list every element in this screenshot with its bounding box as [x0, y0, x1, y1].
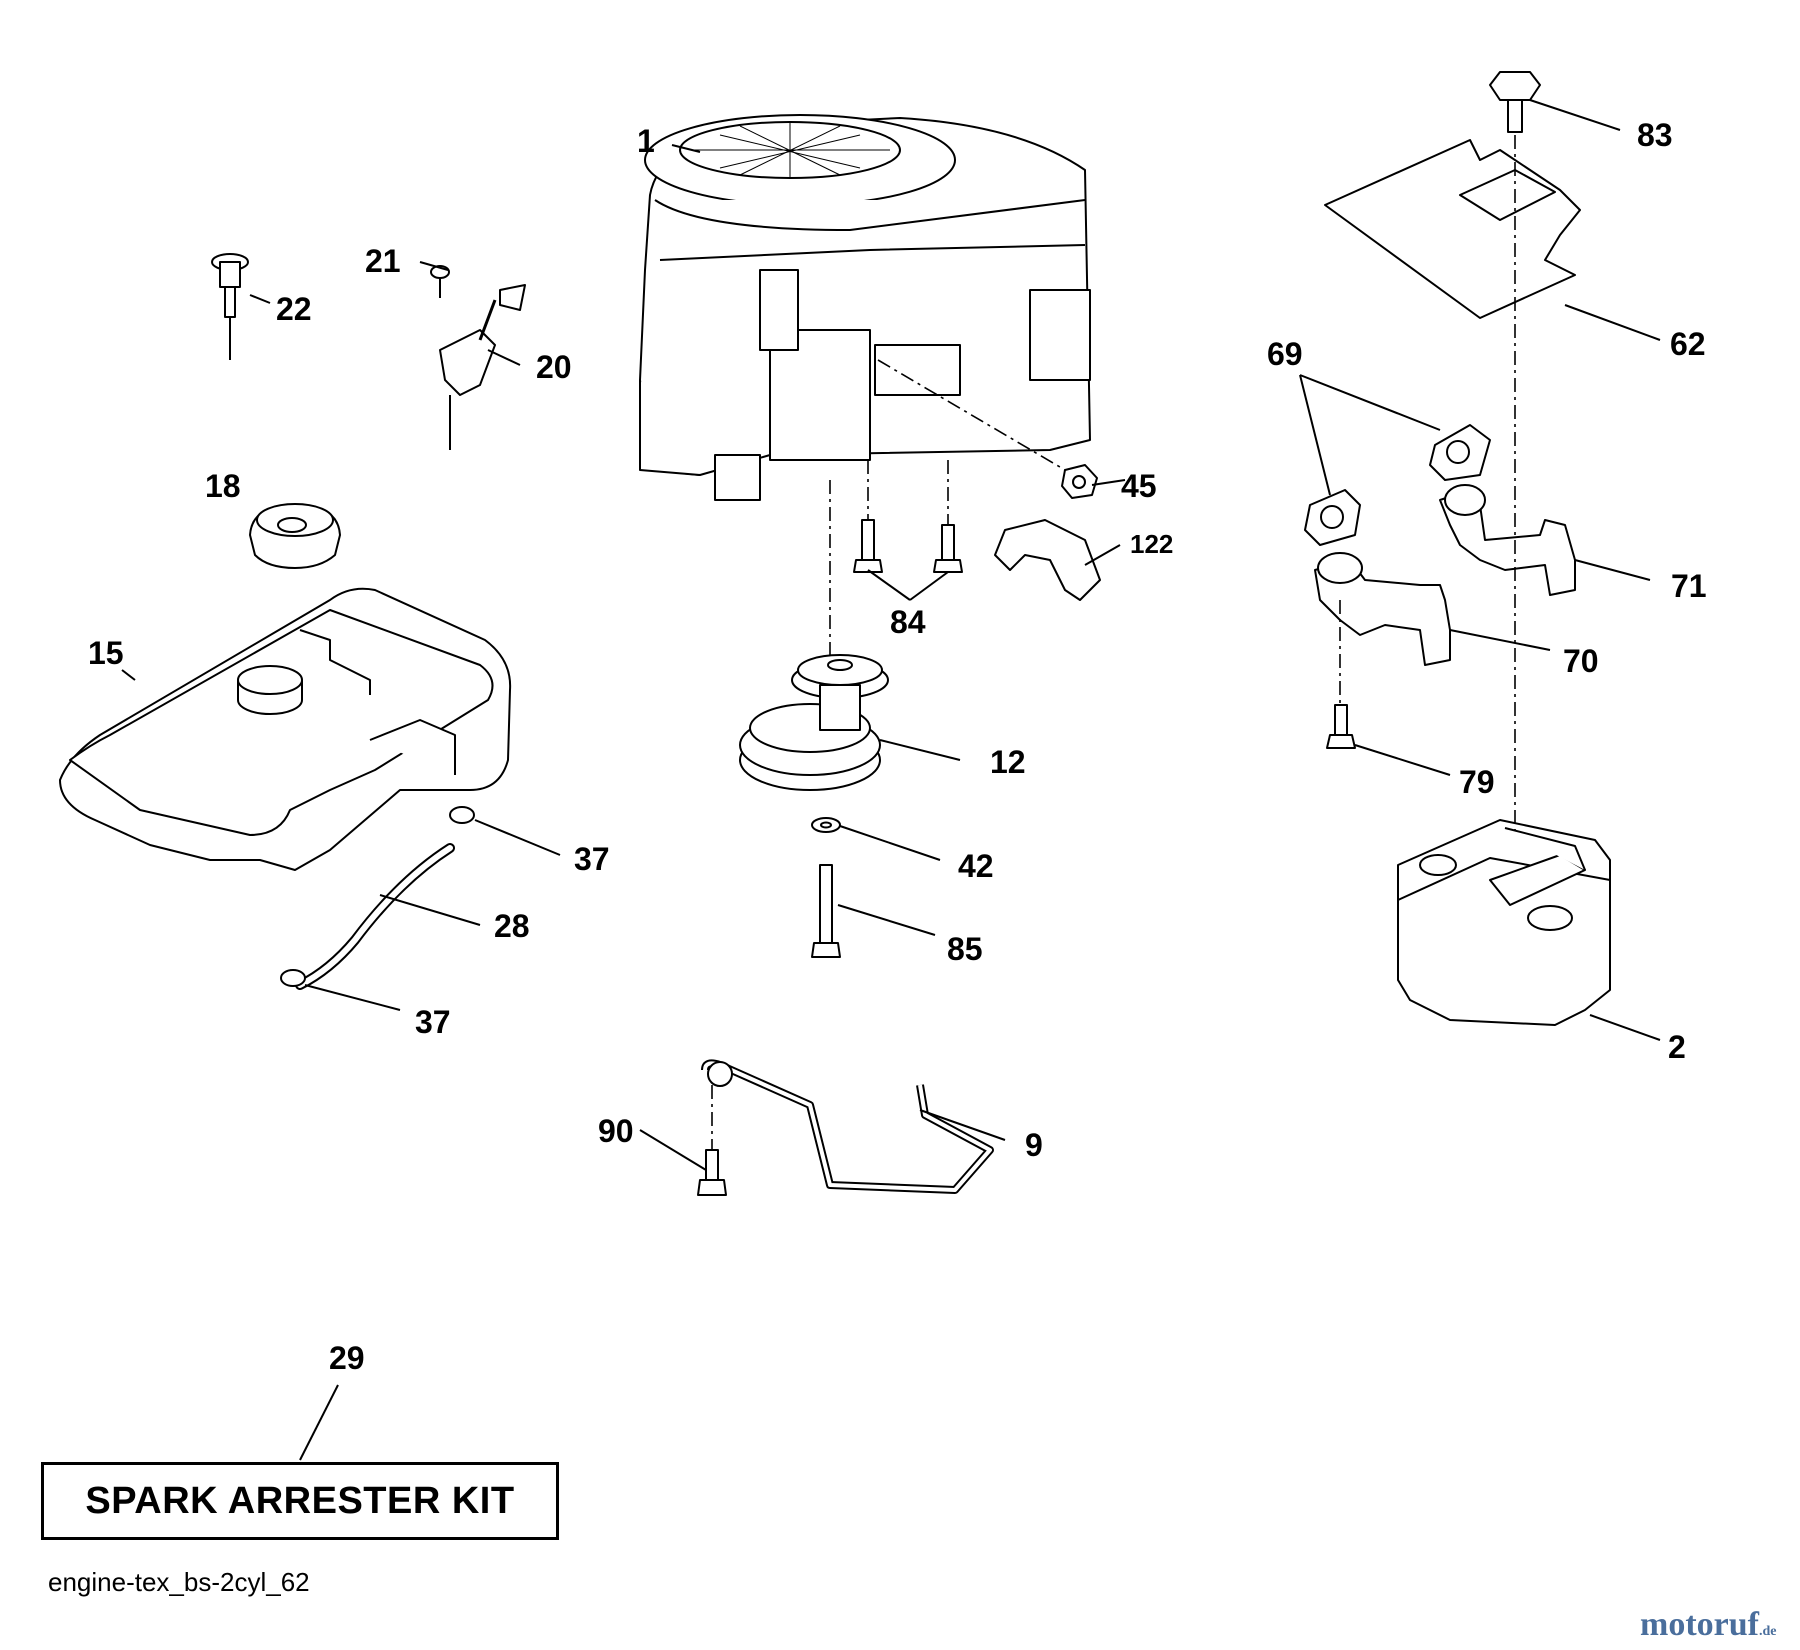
nut-part [1061, 464, 1098, 499]
callout-21: 21 [365, 243, 401, 279]
engine-bolt-left [853, 519, 883, 573]
callout-28: 28 [494, 908, 530, 944]
callout-18: 18 [205, 468, 241, 504]
pulley-bolt-part [811, 864, 841, 958]
callout-85: 85 [947, 931, 983, 967]
callout-45: 45 [1121, 468, 1157, 504]
engine-bolt-right [933, 524, 963, 573]
callout-122: 122 [1130, 529, 1173, 559]
callout-9: 9 [1025, 1127, 1043, 1163]
exhaust-gasket-lower [1304, 489, 1361, 546]
watermark-tld: .de [1758, 1624, 1777, 1639]
watermark: motoruf.de [1640, 1606, 1776, 1644]
heat-shield-part [1324, 139, 1581, 319]
hose-clamp-lower [280, 969, 306, 987]
exhaust-gasket-upper [1429, 424, 1491, 481]
callout-37-upper: 37 [574, 841, 610, 877]
watermark-name: motoruf [1640, 1606, 1759, 1643]
shield-screw-part [1489, 71, 1541, 133]
callout-90: 90 [598, 1113, 634, 1149]
exhaust-pipe-lower [1314, 552, 1451, 666]
callout-84: 84 [890, 604, 926, 640]
callout-83: 83 [1637, 117, 1673, 153]
callout-79: 79 [1459, 764, 1495, 800]
bracket-shield-part [994, 519, 1101, 601]
callout-labels: 1 83 21 22 20 62 69 18 45 122 71 84 15 7… [88, 117, 1707, 1376]
fuel-cap-part [249, 503, 341, 569]
callout-leaders [121, 99, 1661, 1461]
muffler-screw-part [1326, 704, 1356, 749]
fuel-line-part [295, 843, 455, 990]
engine-part [639, 114, 1091, 501]
diagram-code: engine-tex_bs-2cyl_62 [48, 1567, 310, 1597]
pulley-part [739, 654, 889, 791]
callout-29: 29 [329, 1340, 365, 1376]
callout-62: 62 [1670, 326, 1706, 362]
callout-22: 22 [276, 291, 312, 327]
rod-screw-part [697, 1149, 727, 1196]
callout-2: 2 [1668, 1029, 1686, 1065]
callout-69: 69 [1267, 336, 1303, 372]
fuel-tank-part [59, 587, 512, 871]
callout-12: 12 [990, 744, 1026, 780]
plunger-part [211, 253, 249, 360]
callout-15: 15 [88, 635, 124, 671]
exhaust-pipe-upper [1439, 484, 1576, 596]
callout-37-lower: 37 [415, 1004, 451, 1040]
callout-70: 70 [1563, 643, 1599, 679]
spark-arrester-kit-label: SPARK ARRESTER KIT [85, 1479, 515, 1522]
throttle-control-part [439, 284, 526, 450]
callout-71: 71 [1671, 568, 1707, 604]
callout-42: 42 [958, 848, 994, 884]
support-rod-part [701, 1059, 994, 1194]
muffler-part [1397, 819, 1611, 1026]
callout-20: 20 [536, 349, 572, 385]
callout-1: 1 [637, 123, 655, 159]
assembly-lines [711, 135, 1516, 1150]
spark-arrester-kit-box: SPARK ARRESTER KIT [41, 1462, 559, 1540]
hose-clamp-upper [449, 806, 475, 824]
washer-part [811, 817, 841, 833]
throttle-screw-part [430, 265, 450, 298]
